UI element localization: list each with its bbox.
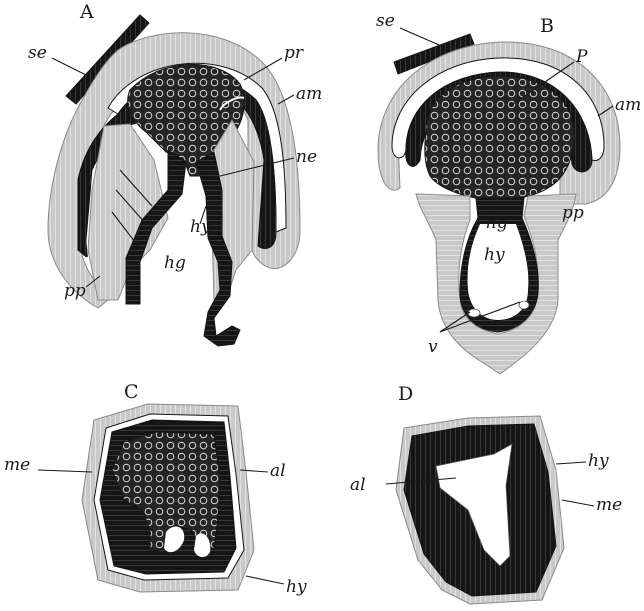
label-se-b: se	[376, 11, 395, 31]
yolk-mass-b	[425, 76, 574, 200]
label-pp-a: pp	[64, 281, 86, 301]
label-hy-a: hy	[190, 217, 211, 237]
panel-letter-d: D	[398, 383, 413, 405]
label-hg-a: hg	[164, 253, 186, 273]
label-pp-b: pp	[562, 203, 584, 223]
label-am-b: am	[615, 95, 641, 115]
panel-c	[82, 404, 254, 592]
panel-letter-a: A	[79, 1, 94, 23]
panel-letter-c: C	[124, 381, 139, 403]
label-me-d: me	[596, 495, 622, 515]
panel-letter-b: B	[540, 15, 554, 37]
label-hg-b: hg	[486, 213, 508, 233]
label-ne-a: ne	[296, 147, 317, 167]
label-al-c: al	[270, 461, 286, 481]
label-v-b: v	[428, 337, 438, 357]
vessel-right-b	[519, 301, 529, 309]
label-am-a: am	[296, 84, 322, 104]
panel-a	[48, 15, 300, 346]
label-hy-b: hy	[484, 245, 505, 265]
label-me-c: me	[4, 455, 30, 475]
label-p-b: P	[575, 47, 588, 67]
label-se-a: se	[28, 43, 47, 63]
label-al-d: al	[350, 475, 366, 495]
label-hy-c: hy	[286, 577, 307, 597]
vessel-left-b	[468, 309, 480, 317]
label-hy-d: hy	[588, 451, 609, 471]
label-pr-a: pr	[284, 43, 304, 63]
panel-d	[396, 416, 564, 604]
